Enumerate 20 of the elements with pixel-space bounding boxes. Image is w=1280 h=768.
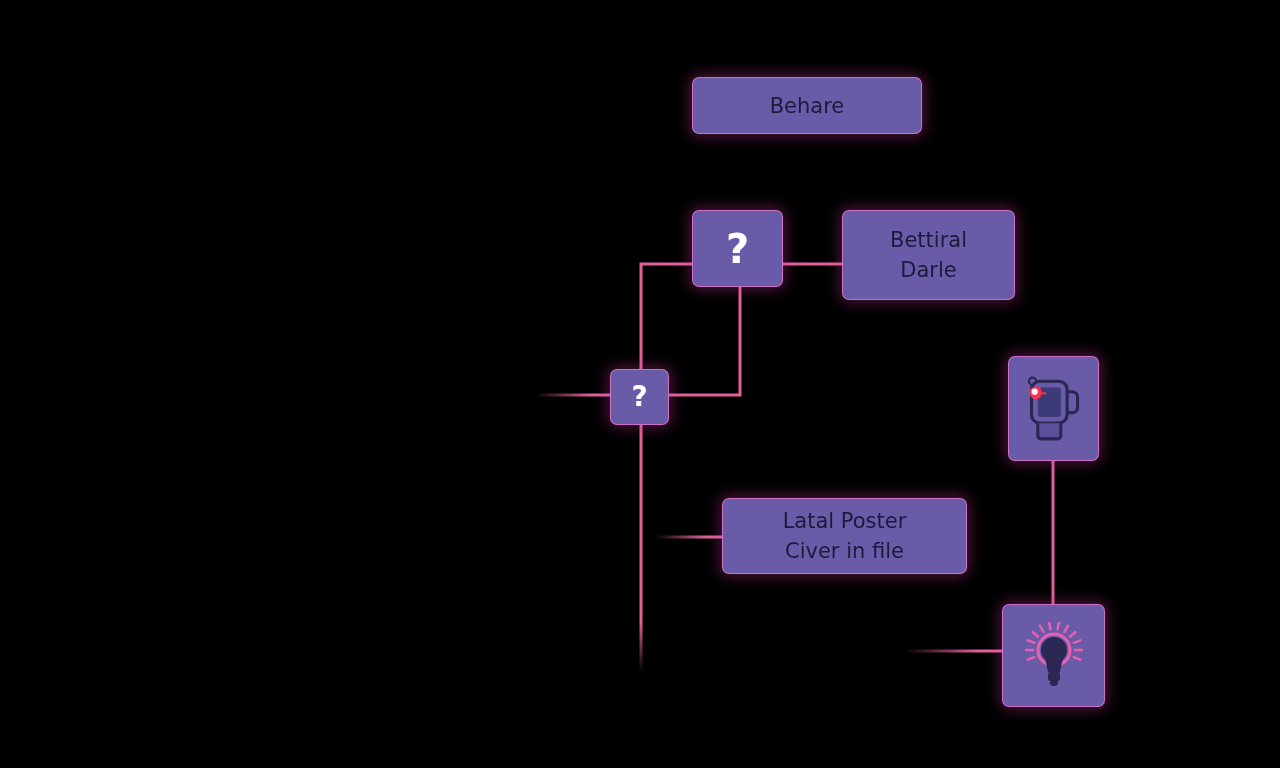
node-label: Bettiral Darle	[889, 227, 968, 284]
connector-line	[639, 262, 692, 369]
process-box	[842, 210, 1015, 300]
icon-tile	[1008, 356, 1099, 461]
icon-tile	[1002, 604, 1105, 707]
process-box	[692, 210, 783, 287]
node-label: ?	[725, 225, 750, 272]
node-label: Behare	[769, 92, 845, 120]
connector-line	[905, 649, 1002, 653]
node-label: Latal Poster Civer in file	[781, 508, 908, 565]
connector-line	[639, 425, 643, 672]
connector-line	[1051, 461, 1055, 604]
connector-line	[669, 287, 742, 397]
process-box	[692, 77, 922, 134]
node-label: ?	[631, 381, 648, 413]
process-box	[610, 369, 669, 425]
connector-line	[655, 535, 722, 539]
connector-line	[783, 262, 842, 266]
process-box	[722, 498, 967, 574]
connector-line	[535, 393, 610, 397]
